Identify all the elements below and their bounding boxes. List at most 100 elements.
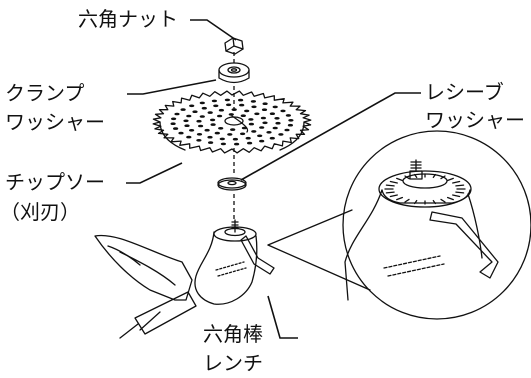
- blade-hole: [232, 137, 238, 141]
- blade-hole: [239, 103, 245, 107]
- receive-washer: [217, 177, 247, 191]
- leader-clamp-washer: [127, 79, 217, 95]
- leader-lines: [126, 19, 421, 339]
- blade-hole: [207, 111, 213, 114]
- gear-head-rib: [452, 180, 461, 184]
- label-receive-washer-line2: ワッシャー: [425, 108, 525, 132]
- blade-hole: [201, 106, 207, 110]
- gear-head-rib: [389, 194, 398, 198]
- blade-hole: [278, 133, 284, 136]
- blade-hole: [251, 130, 257, 133]
- blade-hole: [173, 127, 179, 130]
- clamp-washer: [218, 62, 250, 84]
- blade-hole: [260, 116, 266, 120]
- gear-head-and-guard: [94, 219, 275, 339]
- blade-hole: [248, 122, 254, 126]
- blade-hole: [219, 137, 225, 141]
- blade-hole: [208, 141, 214, 144]
- blade-hole: [174, 112, 180, 116]
- blade-hole: [210, 118, 216, 122]
- blade-hole: [285, 114, 291, 117]
- blade-hole: [170, 122, 176, 125]
- blade-hole: [230, 128, 236, 131]
- leader-receive-washer: [240, 92, 421, 181]
- label-clamp-washer-line1: クランプ: [5, 81, 84, 105]
- blade-hole: [211, 99, 217, 103]
- gear-head-rib: [440, 175, 446, 180]
- blade-hole: [178, 131, 184, 135]
- blade-hole: [228, 113, 234, 116]
- gear-head-rib: [440, 198, 446, 203]
- blade-hole: [224, 98, 230, 102]
- blade-hole: [238, 98, 244, 102]
- blade-hole: [247, 141, 253, 145]
- gear-head-rib: [413, 199, 418, 205]
- blade-hole: [196, 139, 202, 142]
- blade-hole: [217, 114, 223, 118]
- blade-hole: [213, 104, 219, 108]
- blade-hole: [262, 121, 268, 125]
- blade-hole: [274, 117, 280, 120]
- blade-hole: [245, 136, 251, 140]
- tip-saw-blade: [152, 90, 312, 154]
- blade-hole: [210, 123, 216, 126]
- gear-head-rib: [455, 191, 465, 194]
- label-clamp-washer-line2: ワッシャー: [5, 110, 105, 134]
- blade-hole: [198, 124, 204, 128]
- blade-hole: [234, 142, 240, 146]
- blade-hole: [189, 104, 195, 108]
- blade-hole: [218, 127, 224, 130]
- blade-hole: [272, 105, 278, 109]
- blade-hole: [275, 121, 281, 125]
- blade-hole: [272, 126, 278, 130]
- gear-head-rib: [446, 196, 454, 201]
- blade-hole: [287, 123, 293, 127]
- blade-hole: [240, 132, 246, 136]
- blade-hole: [207, 135, 213, 139]
- blade-hole: [254, 112, 260, 116]
- blade-hole: [204, 128, 210, 132]
- detail-callout: [267, 130, 531, 320]
- blade-hole: [226, 103, 232, 107]
- blade-hole: [196, 119, 202, 123]
- label-tip-saw-line1: チップソー: [5, 170, 105, 194]
- label-hex-wrench-line1: 六角棒: [203, 322, 263, 346]
- blade-hole: [280, 109, 286, 113]
- blade-hole: [227, 133, 233, 136]
- blade-hole: [288, 119, 294, 122]
- blade-hole: [261, 108, 268, 111]
- label-receive-washer-line1: レシーブ: [425, 80, 504, 104]
- gear-head-rib: [404, 198, 410, 203]
- blade-hole: [269, 136, 275, 140]
- blade-hole: [183, 119, 189, 123]
- blade-hole: [248, 118, 254, 121]
- blade-hole: [259, 126, 265, 129]
- blade-hole: [199, 115, 205, 118]
- label-hex-wrench-line2: レンチ: [203, 351, 263, 375]
- blade-hole: [241, 126, 247, 130]
- gear-head-rib: [385, 184, 395, 187]
- leader-hex-wrench: [267, 295, 298, 339]
- gear-head-rib: [396, 177, 404, 182]
- blade-hole: [284, 128, 290, 132]
- leader-tip-saw: [126, 162, 183, 184]
- blade-hole: [257, 134, 263, 138]
- blade-hole: [196, 133, 203, 136]
- blade-hole: [184, 124, 190, 127]
- leader-hex-nut: [190, 19, 237, 41]
- blade-hole: [269, 112, 275, 115]
- gear-head-rib: [446, 177, 454, 182]
- blade-hole: [214, 131, 220, 135]
- blade-hole: [251, 105, 257, 109]
- blade-hole: [262, 102, 268, 105]
- label-tip-saw-line2: （刈刃）: [0, 200, 80, 224]
- blade-hole: [189, 129, 195, 132]
- blade-hole: [220, 142, 226, 146]
- gear-head-rib: [455, 184, 465, 187]
- gear-head-rib: [452, 194, 461, 198]
- blade-hole: [186, 135, 192, 139]
- blade-hole: [259, 139, 265, 143]
- blade-hole: [244, 109, 250, 113]
- hex-nut: [224, 37, 244, 55]
